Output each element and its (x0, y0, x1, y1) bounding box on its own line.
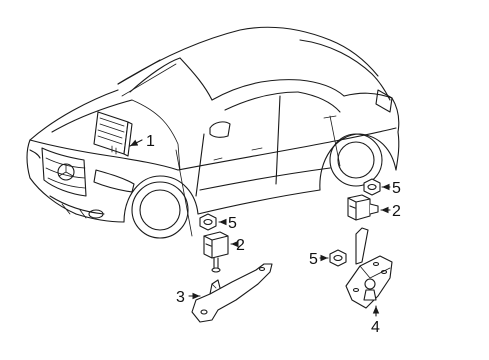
callout-5-rear-top: 5 (392, 180, 401, 197)
sensor-front (203, 231, 229, 273)
callout-4: 4 (371, 319, 380, 336)
car-illustration (26, 26, 400, 239)
callout-2-rear: 2 (392, 203, 401, 220)
callout-2-front: 2 (236, 237, 245, 254)
callout-1: 1 (146, 133, 155, 150)
control-module (93, 111, 133, 157)
callout-5-front: 5 (228, 215, 237, 232)
nut-rear-top (363, 178, 381, 196)
bracket-rear (345, 227, 393, 309)
callout-5-rear-mid: 5 (309, 251, 318, 268)
callout-3: 3 (176, 289, 185, 306)
nut-front (199, 213, 217, 231)
leader-1 (129, 139, 143, 147)
bracket-front (191, 263, 273, 323)
sensor-rear (347, 194, 379, 221)
nut-rear-mid (329, 249, 347, 267)
